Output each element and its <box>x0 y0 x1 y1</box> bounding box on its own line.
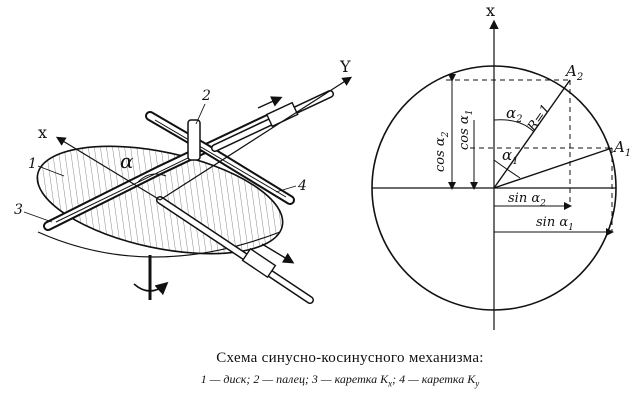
arc-alpha2 <box>493 119 535 133</box>
motion-arrow-y-icon <box>257 96 283 109</box>
angle-arc <box>137 173 167 183</box>
axis-x-arrow <box>55 136 161 201</box>
sin-alpha2-label: sin α2 <box>508 191 546 209</box>
cos-alpha2-label: cos α2 <box>433 131 451 172</box>
radius-label: R=1 <box>524 102 553 135</box>
legend-kx: Kx <box>380 372 393 389</box>
point-a1-label: A1 <box>612 138 631 159</box>
legend-ky: Ky <box>467 372 480 389</box>
cos-alpha1-label: cos α1 <box>457 110 475 150</box>
radius-a2 <box>493 79 571 189</box>
caption-title: Схема синусно-косинусного механизма: <box>216 350 484 366</box>
point-a2-label: A2 <box>564 62 583 83</box>
callout-2: 2 <box>201 88 211 104</box>
callout-1: 1 <box>28 156 37 172</box>
axis-y-arrow <box>159 76 353 201</box>
rod-x <box>156 196 314 304</box>
rotation-arrow-icon <box>133 281 169 296</box>
radius-a1 <box>493 147 613 189</box>
carriage-ky <box>145 111 295 205</box>
alpha1-label: α1 <box>502 146 519 167</box>
legend-sep: ; 4 — каретка <box>392 372 465 386</box>
callout-4: 4 <box>297 178 307 194</box>
caption-legend: 1 — диск; 2 — палец; 3 — каретка Kx; 4 —… <box>0 372 640 388</box>
callout-3: 3 <box>14 202 23 218</box>
circle-axis-x-label: x <box>486 1 495 20</box>
finger-pin <box>187 119 201 161</box>
mechanism-drawing: Y x α 1 2 3 4 <box>14 57 353 304</box>
sin-alpha1-label: sin α1 <box>536 215 574 233</box>
unit-circle-diagram: x A2 A1 R=1 α2 α1 cos α2 cos α1 sin α2 s… <box>371 1 631 330</box>
legend-main: 1 — диск; 2 — палец; 3 — каретка <box>200 372 378 386</box>
axis-x-label: x <box>38 123 47 142</box>
axis-y-label: Y <box>339 57 351 76</box>
arc-alpha1 <box>493 159 521 179</box>
angle-label: α <box>120 149 134 173</box>
alpha2-label: α2 <box>506 104 523 125</box>
motion-arrow-x-icon <box>261 243 295 264</box>
